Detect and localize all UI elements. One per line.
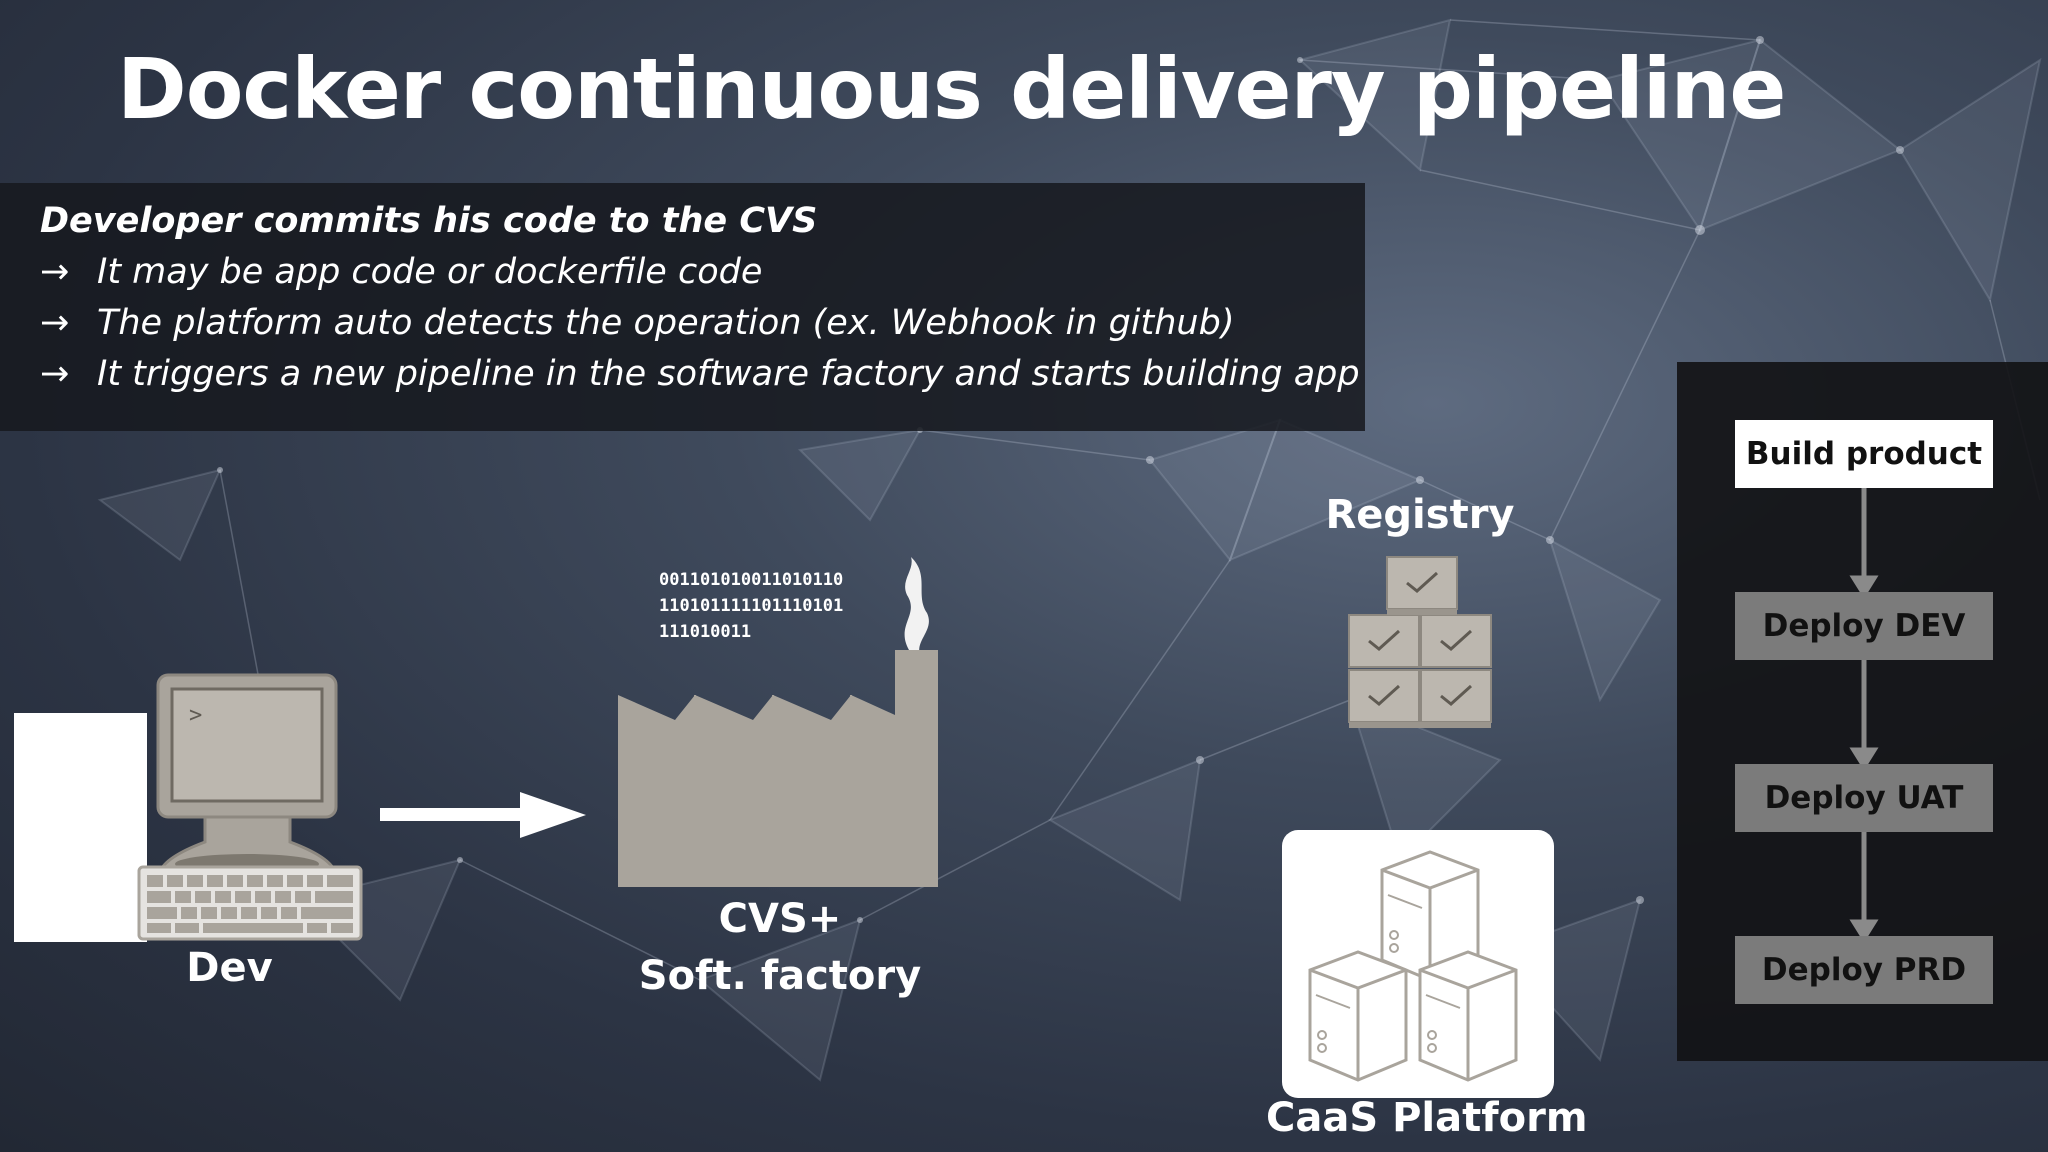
stage-deploy-prd: Deploy PRD xyxy=(1735,936,1993,1004)
registry-label: Registry xyxy=(1325,492,1515,538)
caas-card xyxy=(1282,830,1554,1098)
factory-label-line2: Soft. factory xyxy=(638,953,922,999)
right-arrow-icon: → xyxy=(40,354,70,394)
white-block xyxy=(14,713,147,942)
pipeline-connectors xyxy=(1849,488,1879,943)
notes-heading: Developer commits his code to the CVS xyxy=(40,201,818,241)
notes-bullet-text: It triggers a new pipeline in the softwa… xyxy=(97,354,1360,394)
computer-icon: > xyxy=(137,673,363,941)
caas-label: CaaS Platform xyxy=(1266,1095,1588,1141)
notes-bullet: → It may be app code or dockerfile code xyxy=(40,252,762,292)
notes-bullet: → The platform auto detects the operation… xyxy=(40,303,1234,343)
page-title: Docker continuous delivery pipeline xyxy=(117,40,1786,138)
servers-icon xyxy=(1308,850,1518,1082)
notes-bullet-text: The platform auto detects the operation … xyxy=(97,303,1235,343)
notes-panel: Developer commits his code to the CVS → I… xyxy=(0,183,1365,431)
dev-label: Dev xyxy=(186,945,273,991)
notes-bullet: → It triggers a new pipeline in the softw… xyxy=(40,354,1360,394)
terminal-prompt: > xyxy=(189,703,202,728)
right-arrow-icon: → xyxy=(40,303,70,343)
pipeline-panel: Build product Deploy DEV Deploy UAT Depl… xyxy=(1677,362,2048,1061)
stage-deploy-uat: Deploy UAT xyxy=(1735,764,1993,832)
factory-icon xyxy=(618,557,938,887)
stage-build-product: Build product xyxy=(1735,420,1993,488)
binary-line: 111010011 xyxy=(659,622,752,642)
notes-bullet-text: It may be app code or dockerfile code xyxy=(97,252,763,292)
right-arrow-icon: → xyxy=(40,252,70,292)
registry-boxes-icon xyxy=(1348,556,1492,728)
stage-deploy-dev: Deploy DEV xyxy=(1735,592,1993,660)
factory-label-line1: CVS+ xyxy=(718,896,842,942)
binary-line: 001101010011010110 xyxy=(659,570,844,590)
binary-data: 001101010011010110 110101111101110101 11… xyxy=(659,567,843,645)
flow-arrow xyxy=(380,792,586,838)
binary-line: 110101111101110101 xyxy=(659,596,844,616)
